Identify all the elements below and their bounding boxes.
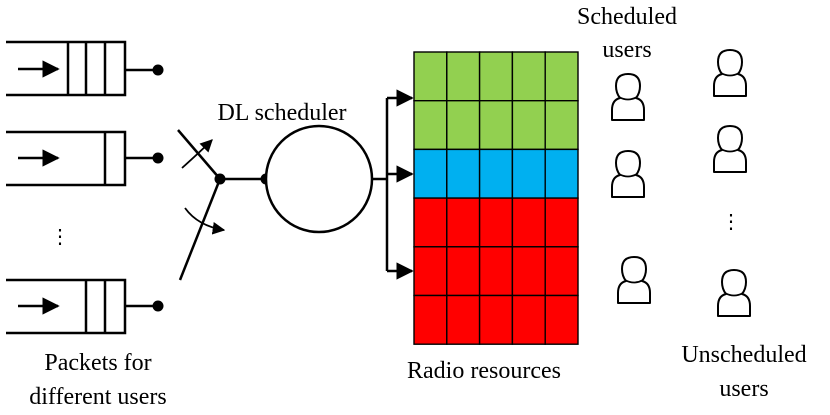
queue-output-dot	[152, 64, 164, 76]
resource-block-red	[511, 246, 546, 297]
resource-block-green	[478, 99, 514, 151]
queue-2	[6, 130, 164, 187]
radio-resources-label: Radio resources	[407, 358, 561, 384]
resource-block-red	[413, 197, 448, 248]
resource-block-red	[446, 197, 481, 248]
resource-block-red	[511, 197, 546, 248]
resource-block-red	[544, 197, 579, 248]
user-icon	[717, 269, 751, 317]
resource-block-red	[413, 246, 448, 297]
queue-icon	[6, 278, 127, 335]
resource-block-red	[478, 294, 514, 345]
user-icon	[713, 49, 747, 97]
user-icon	[617, 256, 651, 304]
resource-block-red	[446, 294, 481, 345]
resource-block-blue	[478, 148, 514, 199]
resource-block-red	[478, 246, 514, 297]
resource-block-green	[544, 99, 579, 151]
resource-block-green	[511, 51, 546, 102]
user-icon	[611, 150, 645, 198]
radio-resource-grid	[413, 51, 579, 345]
users-ellipsis: ⋮	[721, 211, 741, 233]
resource-block-blue	[413, 148, 448, 199]
queue-3	[6, 278, 164, 335]
queue-output-dot	[152, 300, 164, 312]
switch-icon	[177, 129, 226, 281]
dl-scheduler-label: DL scheduler	[217, 100, 346, 126]
unscheduled-users-label-line1: Unscheduled	[681, 342, 806, 368]
resource-block-blue	[511, 148, 546, 199]
resource-block-blue	[544, 148, 579, 199]
resource-block-red	[544, 294, 579, 345]
resource-block-red	[544, 246, 579, 297]
resource-block-green	[544, 51, 579, 102]
user-icon	[611, 73, 645, 121]
scheduled-users-label-line1: Scheduled	[577, 4, 677, 30]
resource-block-red	[446, 246, 481, 297]
scheduler-circle-icon	[264, 124, 374, 234]
resource-block-red	[413, 294, 448, 345]
queue-icon	[6, 130, 127, 187]
resource-block-red	[478, 197, 514, 248]
resource-block-green	[478, 51, 514, 102]
resource-block-green	[511, 99, 546, 151]
unscheduled-users-label-line2: users	[719, 376, 768, 402]
queue-1	[6, 40, 164, 97]
user-icon	[713, 125, 747, 173]
packets-label-line1: Packets for	[44, 350, 151, 376]
resource-block-green	[446, 99, 481, 151]
resource-block-blue	[446, 148, 481, 199]
queue-icon	[6, 40, 127, 97]
resource-block-green	[413, 99, 448, 151]
queue-ellipsis: ⋮	[50, 226, 70, 248]
resource-block-green	[413, 51, 448, 102]
resource-block-green	[446, 51, 481, 102]
resource-block-red	[511, 294, 546, 345]
packets-label-line2: different users	[29, 384, 167, 410]
queue-output-dot	[152, 152, 164, 164]
scheduled-users-label-line2: users	[602, 37, 651, 63]
